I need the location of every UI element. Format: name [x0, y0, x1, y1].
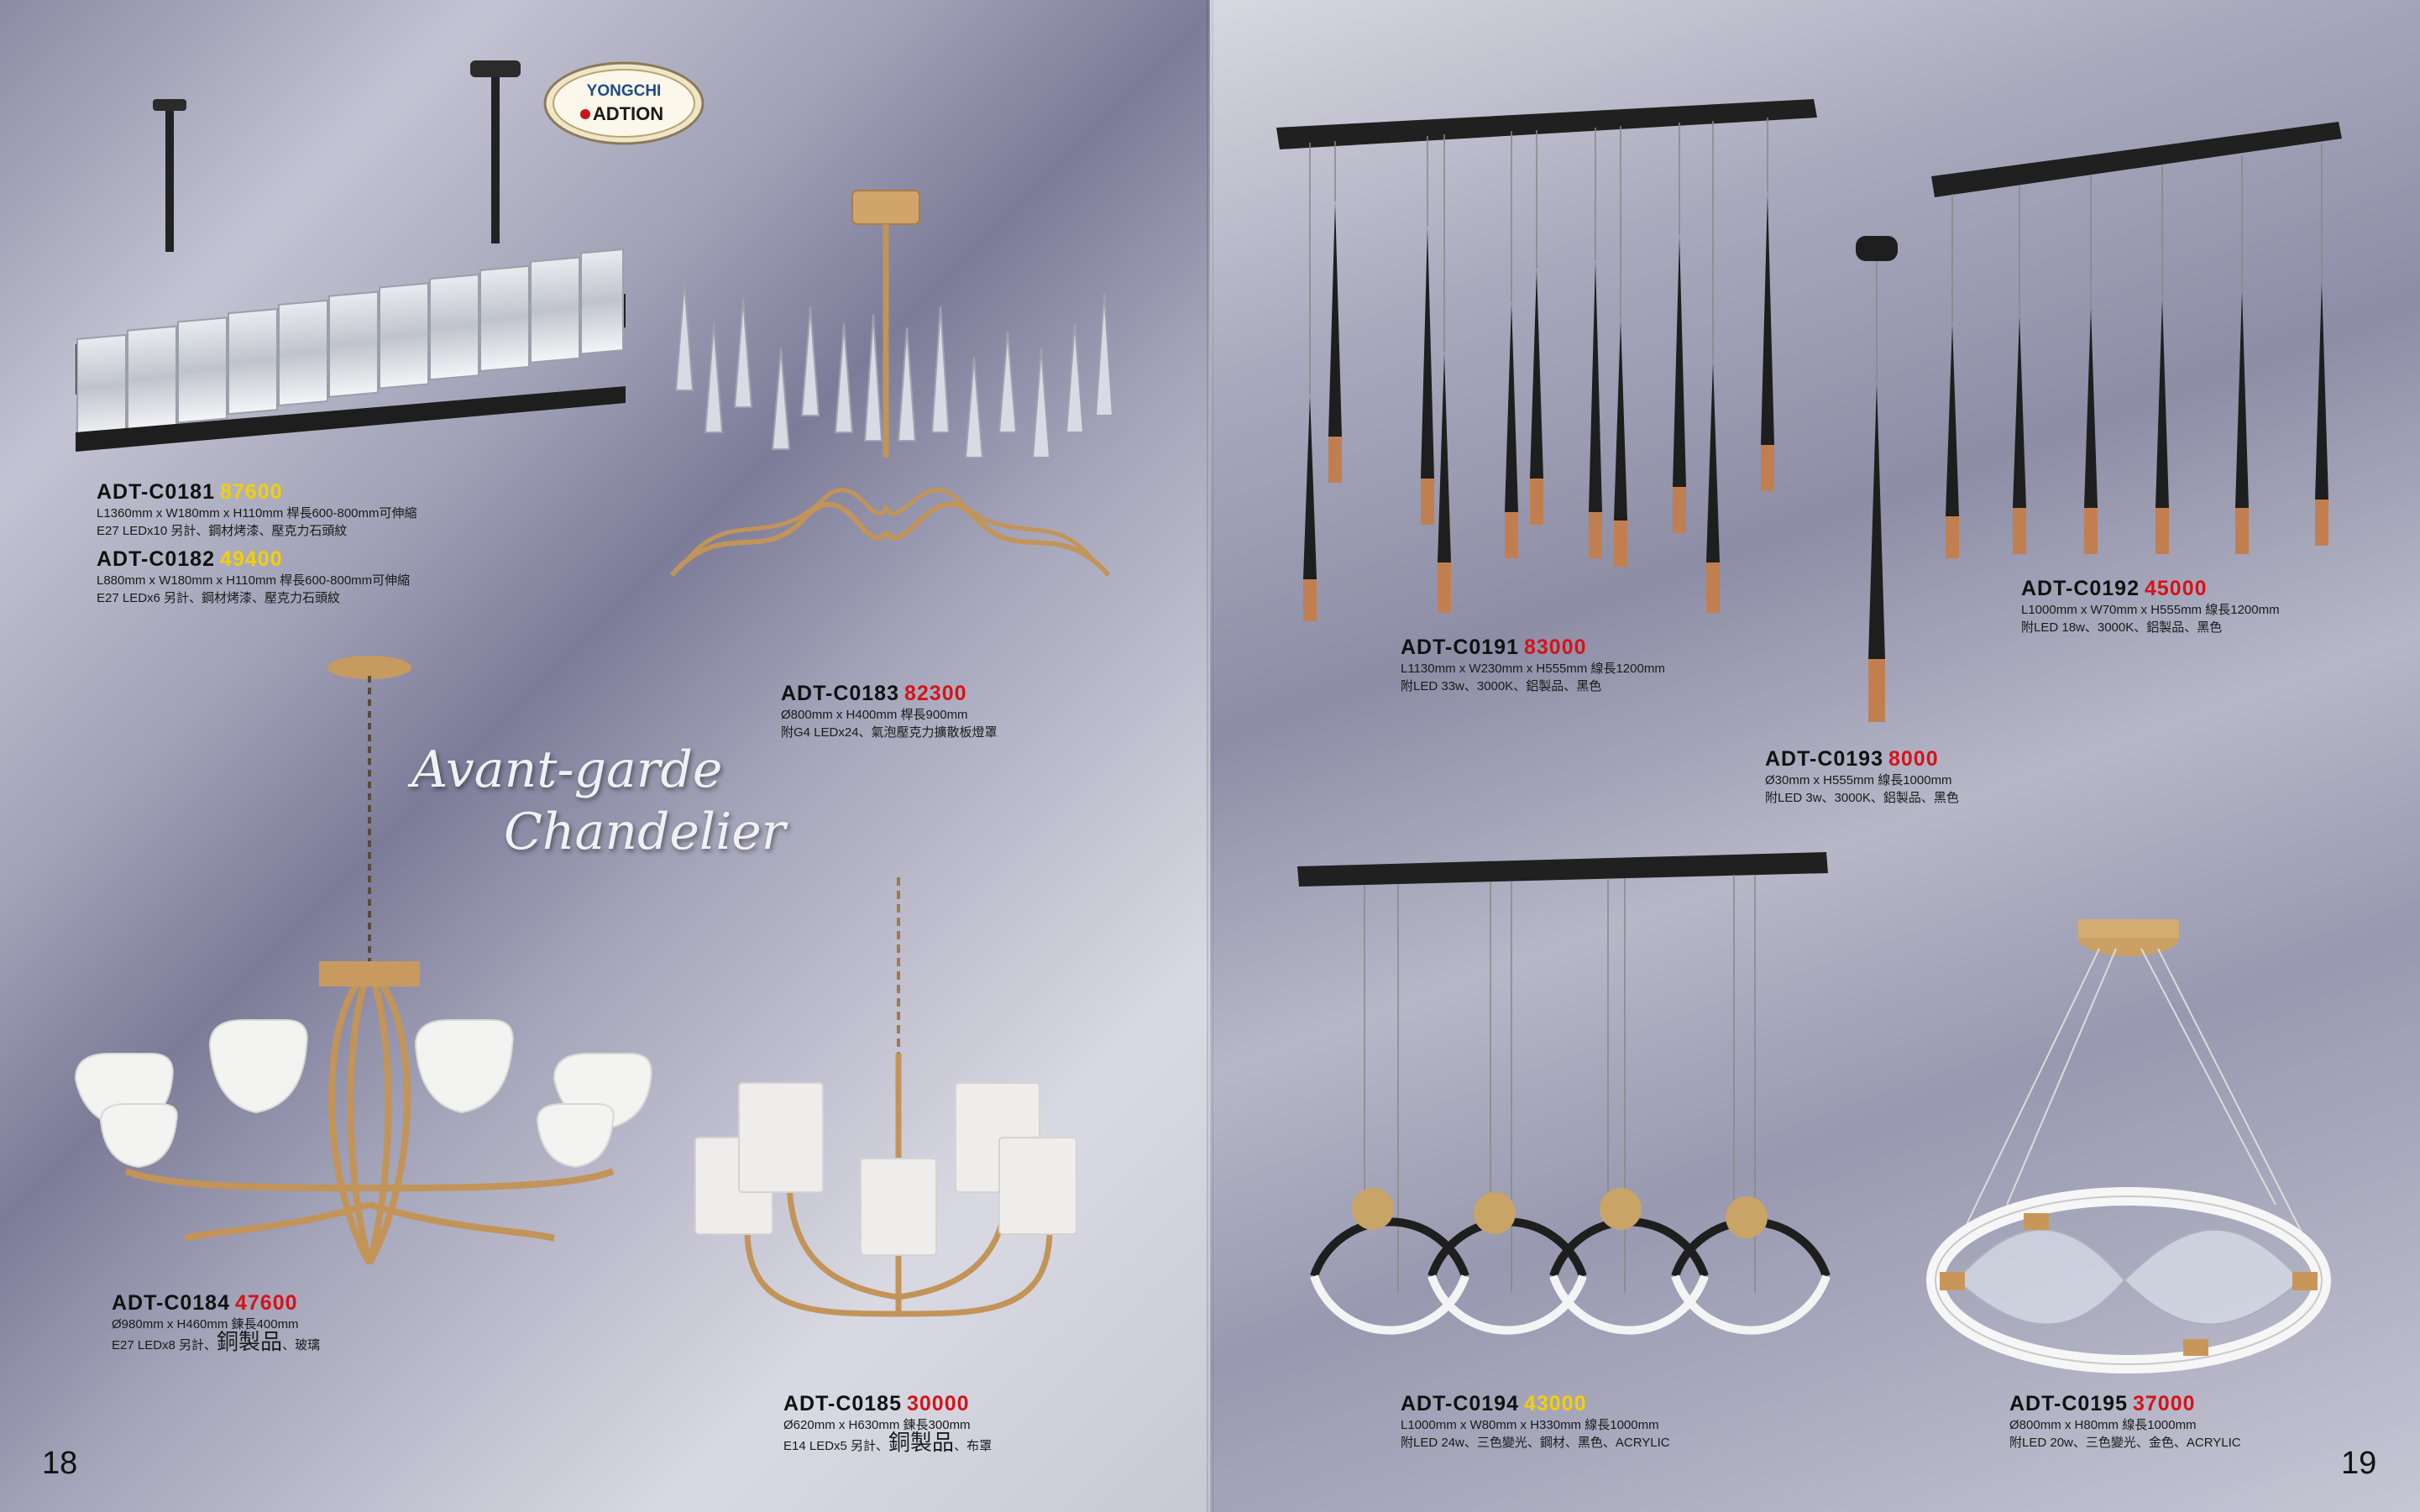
- product-code: ADT-C0191: [1401, 636, 1519, 659]
- product-price: 83000: [1524, 636, 1587, 659]
- product-code: ADT-C0185: [783, 1392, 902, 1415]
- c0191-pendant-bar-image: [1276, 99, 1817, 621]
- product-spec-extra: 、布罩: [954, 1439, 993, 1453]
- c0194-ring-pendant-image: [1297, 852, 1831, 1335]
- product-spec-details: E27 LEDx10 另計、鋼材烤漆、壓克力石頭紋: [97, 524, 348, 538]
- product-code: ADT-C0195: [2009, 1392, 2128, 1415]
- product-spec-details: 附LED 20w、三色變光、金色、ACRYLIC: [2009, 1436, 2241, 1450]
- product-code: ADT-C0194: [1401, 1392, 1519, 1415]
- product-spec-dimensions: Ø800mm x H400mm 桿長900mm: [781, 708, 968, 722]
- product-price: 37000: [2133, 1392, 2196, 1415]
- brand-name-top: YONGCHI: [587, 82, 662, 100]
- product-spec-details: 附G4 LEDx24、氣泡壓克力擴散板燈罩: [781, 725, 998, 740]
- product-code: ADT-C0184: [112, 1291, 230, 1315]
- product-code: ADT-C0182: [97, 547, 215, 571]
- product-spec-details: 附LED 18w、3000K、鋁製品、黑色: [2021, 620, 2223, 635]
- brand-logo-emblem: YONGCHI ADTION: [543, 61, 705, 145]
- product-spec-dimensions: Ø30mm x H555mm 線長1000mm: [1765, 773, 1952, 787]
- brand-logo: YONGCHI ADTION: [542, 59, 706, 148]
- product-spec-dimensions: L1360mm x W180mm x H110mm 桿長600-800mm可伸縮: [97, 506, 417, 521]
- page-gutter: [1207, 0, 1213, 1512]
- product-spec-details: E27 LEDx6 另計、鋼材烤漆、壓克力石頭紋: [97, 591, 341, 605]
- product-code: ADT-C0181: [97, 480, 215, 504]
- c0195-ring-chandelier-image: [1926, 919, 2331, 1373]
- product-code: ADT-C0193: [1765, 747, 1883, 771]
- c0183-gold-chandelier-image: [669, 190, 1114, 577]
- page-number-left: 18: [42, 1446, 78, 1481]
- product-spec-details: 附LED 3w、3000K、鋁製品、黑色: [1765, 791, 1959, 805]
- collection-title-line2: Chandelier: [504, 803, 786, 861]
- c0184-glass-chandelier-image: [74, 656, 652, 1265]
- product-spec-dimensions: L1130mm x W230mm x H555mm 線長1200mm: [1401, 662, 1665, 676]
- brand-name-bottom: ADTION: [593, 103, 663, 124]
- product-material: 銅製品: [217, 1329, 283, 1354]
- product-code: ADT-C0183: [781, 682, 899, 705]
- product-spec-dimensions: L1000mm x W80mm x H330mm 線長1000mm: [1401, 1418, 1659, 1432]
- product-material: 銅製品: [888, 1430, 955, 1455]
- product-spec-details: E27 LEDx8 另計、: [112, 1338, 217, 1352]
- product-spec-details: 附LED 33w、3000K、鋁製品、黑色: [1401, 679, 1602, 693]
- product-price: 45000: [2145, 577, 2208, 600]
- product-price: 30000: [907, 1392, 970, 1415]
- product-spec-dimensions: Ø620mm x H630mm 鍊長300mm: [783, 1418, 971, 1432]
- product-price: 82300: [904, 682, 967, 705]
- product-spec-dimensions: L1000mm x W70mm x H555mm 線長1200mm: [2021, 603, 2280, 617]
- product-price: 49400: [220, 547, 283, 571]
- product-spec-details: E14 LEDx5 另計、: [783, 1439, 889, 1453]
- c0181-crystal-bar-image: [76, 60, 626, 452]
- product-code: ADT-C0192: [2021, 577, 2140, 600]
- product-price: 47600: [235, 1291, 298, 1315]
- product-spec-extra: 、玻璃: [282, 1338, 321, 1352]
- c0192-pendant-bar-image: [1931, 122, 2342, 558]
- c0193-single-pendant-image: [1856, 236, 1898, 722]
- product-spec-dimensions: L880mm x W180mm x H110mm 桿長600-800mm可伸縮: [97, 573, 411, 588]
- product-spec-dimensions: Ø800mm x H80mm 線長1000mm: [2009, 1418, 2197, 1432]
- collection-title-line1: Avant-garde: [411, 740, 723, 799]
- product-price: 87600: [220, 480, 283, 504]
- product-spec-dimensions: Ø980mm x H460mm 鍊長400mm: [112, 1317, 299, 1332]
- product-spec-details: 附LED 24w、三色變光、鋼材、黑色、ACRYLIC: [1401, 1436, 1670, 1450]
- product-price: 43000: [1524, 1392, 1587, 1415]
- page-number-right: 19: [2341, 1446, 2377, 1481]
- product-price: 8000: [1888, 747, 1939, 771]
- c0185-fabric-chandelier-image: [694, 877, 1077, 1317]
- collection-title: Avant-garde Chandelier: [411, 739, 785, 863]
